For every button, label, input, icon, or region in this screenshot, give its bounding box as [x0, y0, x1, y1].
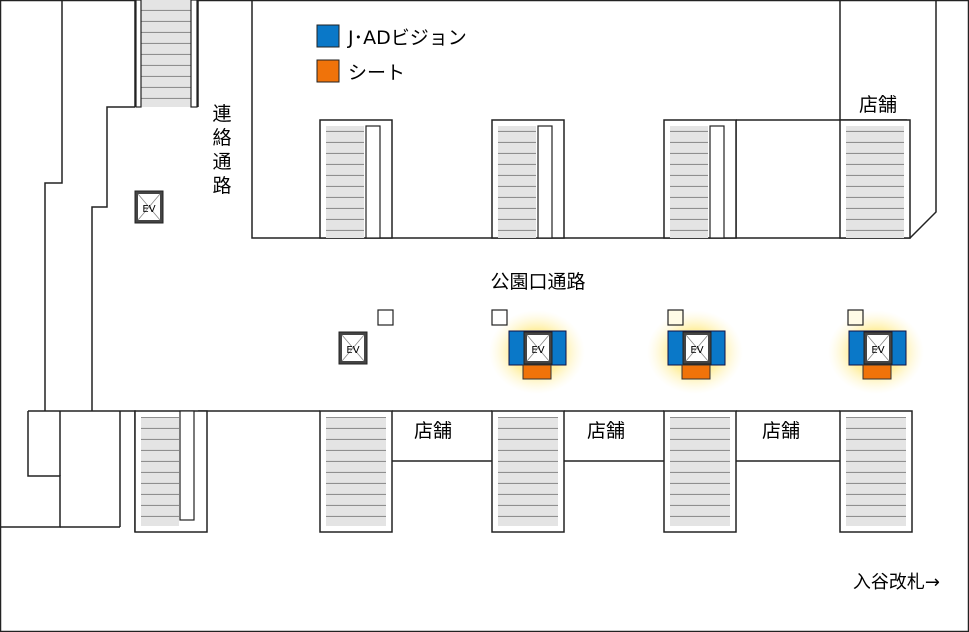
pillars — [377, 309, 864, 326]
legend-swatch-sheet — [316, 59, 340, 83]
stairs-upper-3 — [663, 119, 737, 239]
legend: J･ADビジョン シート — [316, 24, 467, 84]
svg-text:EV: EV — [346, 345, 359, 356]
stairs-top-left — [135, 0, 198, 108]
stairs-lower-5 — [839, 410, 913, 533]
legend-label-jad: J･ADビジョン — [347, 27, 467, 49]
legend-swatch-jad — [316, 24, 340, 48]
elevator-icon: EV — [863, 331, 893, 365]
stairs-lower-2 — [319, 410, 393, 533]
stairs-upper-4 — [839, 119, 911, 239]
park-exit-passage-label: 公園口通路 — [490, 271, 585, 293]
elevator-icon: EV — [682, 331, 712, 365]
shop-label-top: 店舗 — [859, 94, 897, 116]
elevator-icon: EV — [134, 190, 164, 224]
shop-label-1: 店舗 — [414, 420, 452, 442]
stairs-lower-4 — [663, 410, 737, 533]
stairs-lower-1 — [134, 410, 208, 533]
svg-text:EV: EV — [871, 345, 884, 356]
svg-text:EV: EV — [690, 345, 703, 356]
svg-text:路: 路 — [212, 175, 231, 197]
svg-text:通: 通 — [212, 151, 231, 173]
stairs-lower-3 — [491, 410, 565, 533]
shop-label-2: 店舗 — [587, 420, 625, 442]
iriya-gate-label: 入谷改札→ — [853, 572, 940, 593]
connecting-passage-label: 連 絡 通 路 — [212, 103, 231, 197]
elevator-icon: EV — [523, 331, 553, 365]
elevator-icon: EV — [338, 331, 368, 365]
svg-text:絡: 絡 — [212, 127, 231, 149]
stairs-upper-1 — [319, 119, 393, 239]
shop-label-3: 店舗 — [762, 420, 800, 442]
stairs-upper-2 — [491, 119, 565, 239]
legend-label-sheet: シート — [348, 62, 405, 84]
svg-text:連: 連 — [212, 103, 231, 125]
svg-text:EV: EV — [531, 345, 544, 356]
svg-text:EV: EV — [142, 204, 155, 215]
